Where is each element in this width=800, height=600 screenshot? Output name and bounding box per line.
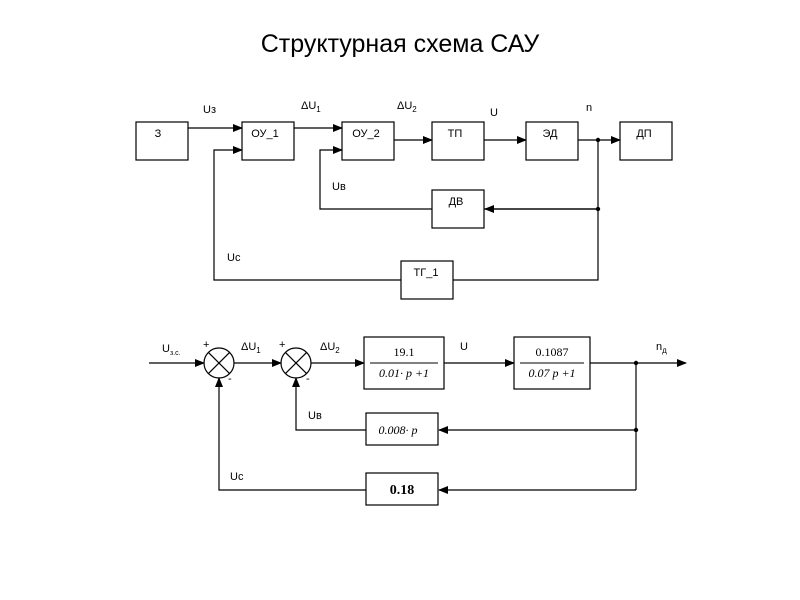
signal-uv: Uв [332, 181, 346, 193]
block-dp-label: ДП [636, 128, 651, 140]
line-w3-s2 [292, 377, 366, 431]
block-w1-numerator: 19.1 [394, 345, 415, 359]
node-top-1 [595, 137, 601, 143]
junction2-sign-minus: - [306, 373, 310, 385]
junction1-sign-plus: + [203, 339, 209, 351]
signal-uv-bottom: Uв [308, 410, 322, 422]
signal-nd: nд [656, 341, 667, 355]
signal-u-bottom: U [460, 341, 468, 353]
junction1-sign-minus: - [228, 373, 232, 385]
signal-uzs: Uз.с. [162, 343, 181, 357]
line-speed-to-dv-bus [484, 140, 599, 210]
block-ou2-label: ОУ_2 [352, 128, 380, 140]
page-title: Структурная схема САУ [260, 30, 540, 58]
node-bottom-1 [633, 360, 639, 366]
junction2-sign-plus: + [279, 339, 285, 351]
block-ou2 [341, 121, 395, 161]
signal-n: n [586, 102, 592, 114]
block-dv-label: ДВ [449, 196, 464, 208]
block-tp-label: ТП [448, 128, 463, 140]
signal-du1: ΔU1 [301, 100, 321, 114]
line-tg1-ou1 [213, 146, 401, 281]
signal-uc-bottom: Uс [230, 471, 244, 483]
signal-uz: Uз [203, 104, 216, 116]
line-dv-ou2 [319, 146, 432, 210]
block-w1-denominator: 0.01· p +1 [379, 366, 429, 380]
block-ou1-label: ОУ_1 [251, 128, 279, 140]
signal-du1-bottom: ΔU1 [241, 341, 261, 355]
block-w2-numerator: 0.1087 [536, 345, 569, 359]
signal-u: U [490, 107, 498, 119]
top-diagram [135, 121, 673, 300]
node-bottom-2 [633, 427, 639, 433]
block-ou1 [241, 121, 295, 161]
node-top-2 [595, 206, 601, 212]
block-w4-label: 0.18 [390, 483, 415, 498]
block-w2-denominator: 0.07 p +1 [528, 366, 575, 380]
signal-du2: ΔU2 [397, 100, 417, 114]
line-to-tg1 [453, 209, 599, 281]
bottom-diagram [149, 336, 687, 506]
block-w3-label: 0.008· p [379, 423, 418, 437]
signal-uc: Uс [227, 252, 241, 264]
block-tg1-label: ТГ_1 [414, 267, 439, 279]
block-z-label: З [155, 128, 162, 140]
line-w4-s1 [215, 377, 366, 491]
block-z [135, 121, 189, 161]
signal-du2-bottom: ΔU2 [320, 341, 340, 355]
block-ed-label: ЭД [543, 128, 559, 140]
